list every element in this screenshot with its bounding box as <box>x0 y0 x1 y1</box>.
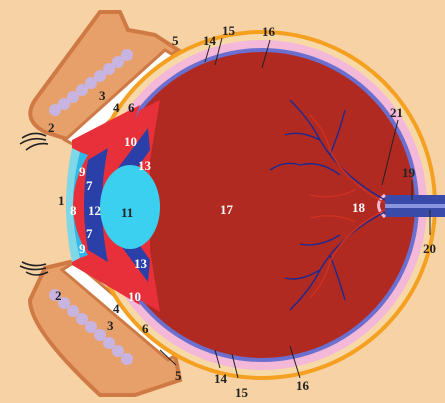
label-13-upper: 13 <box>138 158 152 173</box>
label-2-upper: 2 <box>48 120 55 135</box>
label-18-optic-disc: 18 <box>352 200 366 215</box>
label-1-cornea: 1 <box>58 193 65 208</box>
label-10-upper: 10 <box>124 134 137 149</box>
label-5-upper: 5 <box>172 33 179 48</box>
label-10-lower: 10 <box>128 289 141 304</box>
label-4-upper: 4 <box>113 100 120 115</box>
label-14-upper: 14 <box>203 33 217 48</box>
label-9-upper: 9 <box>79 164 86 179</box>
label-16-lower: 16 <box>296 378 310 393</box>
label-21: 21 <box>390 105 403 120</box>
central-retinal-vessel <box>385 204 445 208</box>
label-2-lower: 2 <box>55 288 62 303</box>
label-3-lower: 3 <box>107 318 114 333</box>
label-9-lower: 9 <box>79 241 86 256</box>
label-8: 8 <box>70 203 77 218</box>
label-7-upper: 7 <box>86 178 93 193</box>
label-15-upper: 15 <box>222 23 236 38</box>
label-15-lower: 15 <box>235 385 249 400</box>
label-5-lower: 5 <box>175 368 182 383</box>
label-17-vitreous: 17 <box>220 202 234 217</box>
label-3-upper: 3 <box>99 88 106 103</box>
label-6-upper: 6 <box>128 100 135 115</box>
label-13-lower: 13 <box>134 256 148 271</box>
label-14-lower: 14 <box>214 371 228 386</box>
label-19: 19 <box>402 165 416 180</box>
label-20: 20 <box>423 241 436 256</box>
label-6-lower: 6 <box>142 321 149 336</box>
label-12: 12 <box>88 203 101 218</box>
label-16-upper: 16 <box>262 24 276 39</box>
label-4-lower: 4 <box>113 301 120 316</box>
label-11-lens: 11 <box>121 205 133 220</box>
label-7-lower: 7 <box>86 226 93 241</box>
